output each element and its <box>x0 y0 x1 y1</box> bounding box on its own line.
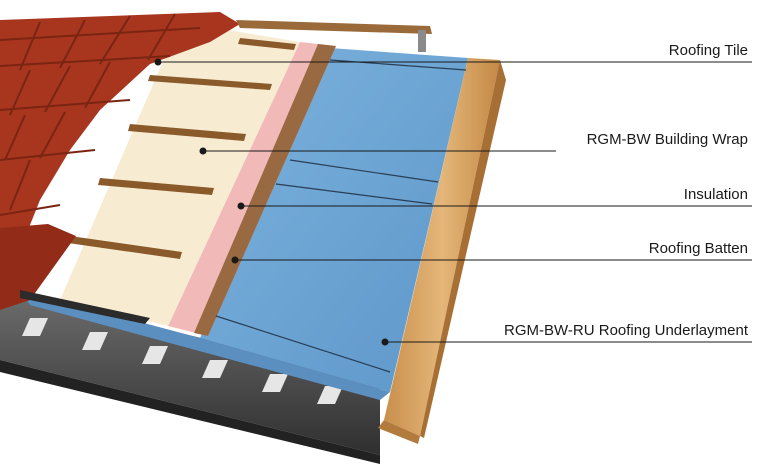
gutter <box>0 300 380 464</box>
leader-dot-roofing-tile <box>154 58 162 66</box>
callout-roofing-tile: Roofing Tile <box>668 42 748 59</box>
leader-lines <box>158 61 752 343</box>
callout-insulation: Insulation <box>683 186 748 203</box>
gutter-brackets <box>22 318 343 404</box>
batten-rows <box>68 38 296 259</box>
leader-dot-underlayment <box>381 338 389 346</box>
ridge-flashing <box>236 20 432 34</box>
callout-roofing-batten: Roofing Batten <box>648 240 748 257</box>
callout-building-wrap: RGM-BW Building Wrap <box>586 131 748 148</box>
underlayment-seams <box>215 59 467 373</box>
roof-tiles <box>0 12 240 324</box>
underlayment-layer <box>200 48 468 392</box>
callout-underlayment: RGM-BW-RU Roofing Underlayment <box>504 322 748 339</box>
leader-dot-roofing-batten <box>231 256 239 264</box>
leader-dot-insulation <box>237 202 245 210</box>
leader-dot-building-wrap <box>199 147 207 155</box>
leader-dots <box>154 58 389 346</box>
